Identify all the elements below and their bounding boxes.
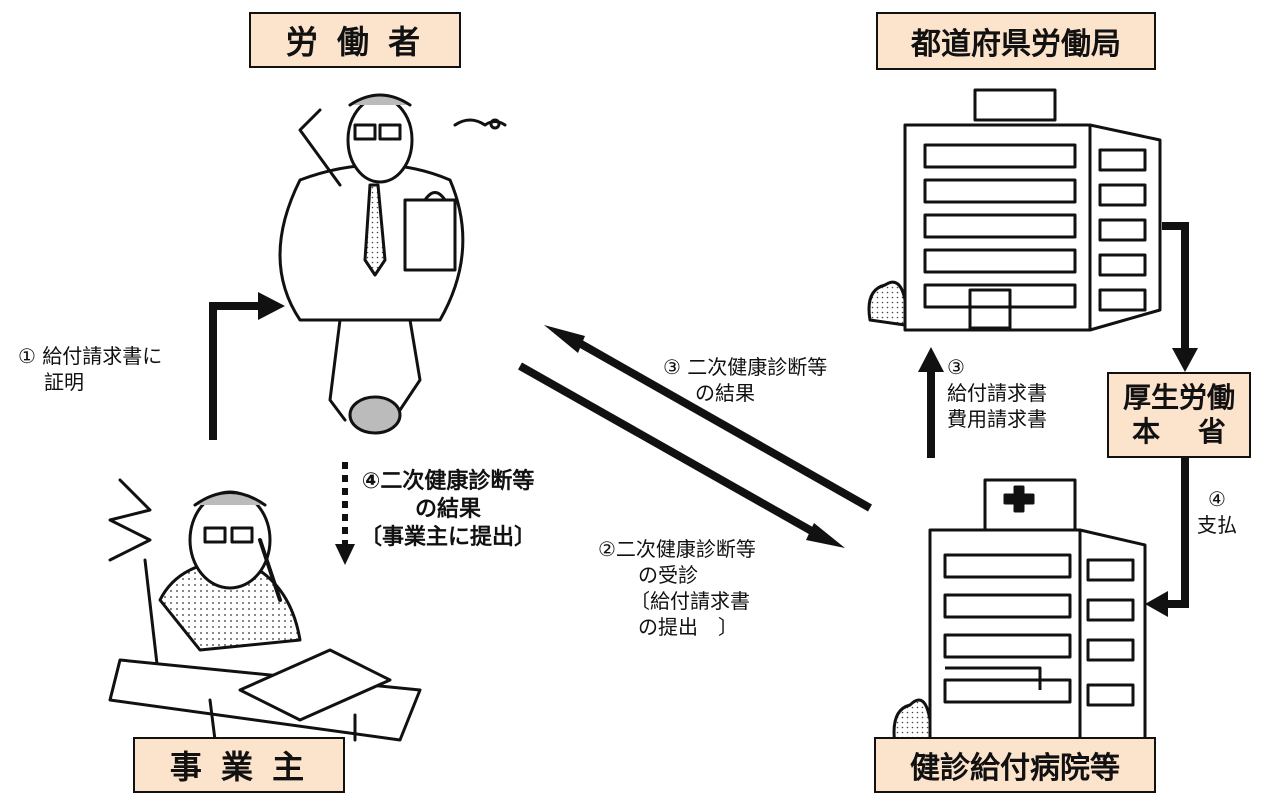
step-2-line4: の提出 〕 (638, 615, 738, 639)
step-3-claim-line2: 給付請求書 (947, 381, 1047, 405)
arrow-step-1 (209, 292, 285, 440)
node-employer: 事 業 主 (133, 737, 345, 793)
step-4-payment-line1: ④ (1208, 487, 1226, 511)
arrow-step-3-result (544, 325, 872, 512)
bureau-building-illustration (867, 88, 1162, 332)
step-4-result-line3: 〔事業主に提出〕 (360, 525, 537, 550)
node-hospital: 健診給付病院等 (874, 737, 1156, 793)
step-3-result-label: ③ 二次健康診断等 の結果 (663, 354, 827, 406)
step-3-claim-line3: 費用請求書 (947, 407, 1047, 431)
arrow-step-3-claim (918, 347, 944, 458)
arrow-step-2 (518, 362, 845, 548)
step-3-claim-line1: ③ (947, 355, 965, 379)
worker-illustration (278, 93, 507, 435)
arrow-step-4-result (335, 462, 355, 565)
step-4-payment-label: ④ 支払 (1197, 486, 1237, 538)
step-2-line2: の受診 (638, 563, 698, 587)
step-2-label: ②二次健康診断等 の受診 〔給付請求書 の提出 〕 (598, 536, 756, 640)
step-1-line1: ① 給付請求書に (18, 344, 163, 368)
hospital-building-illustration (892, 478, 1147, 762)
arrow-step-4-payment (1145, 458, 1189, 617)
step-4-result-line1: ④二次健康診断等 (361, 469, 535, 494)
step-4-payment-line2: 支払 (1197, 513, 1237, 537)
arrow-bureau-to-ministry (1162, 222, 1198, 372)
employer-illustration (108, 478, 422, 742)
step-2-line1: ②二次健康診断等 (598, 537, 756, 561)
node-worker: 労 働 者 (249, 12, 461, 68)
step-1-line2: 証明 (44, 370, 84, 394)
step-1-label: ① 給付請求書に 証明 (18, 343, 162, 395)
step-3-result-line2: の結果 (695, 381, 755, 405)
step-3-claim-label: ③ 給付請求書 費用請求書 (947, 354, 1047, 432)
step-4-result-line2: の結果 (415, 497, 482, 522)
step-2-line3: 〔給付請求書 (630, 589, 750, 613)
node-ministry: 厚生労働 本 省 (1107, 372, 1251, 458)
step-4-result-label: ④二次健康診断等 の結果 〔事業主に提出〕 (360, 468, 536, 552)
node-ministry-line1: 厚生労働 (1122, 381, 1235, 414)
node-prefectural-bureau: 都道府県労働局 (876, 12, 1156, 70)
node-ministry-line2: 本 省 (1132, 415, 1226, 448)
step-3-result-line1: ③ 二次健康診断等 (663, 355, 828, 379)
